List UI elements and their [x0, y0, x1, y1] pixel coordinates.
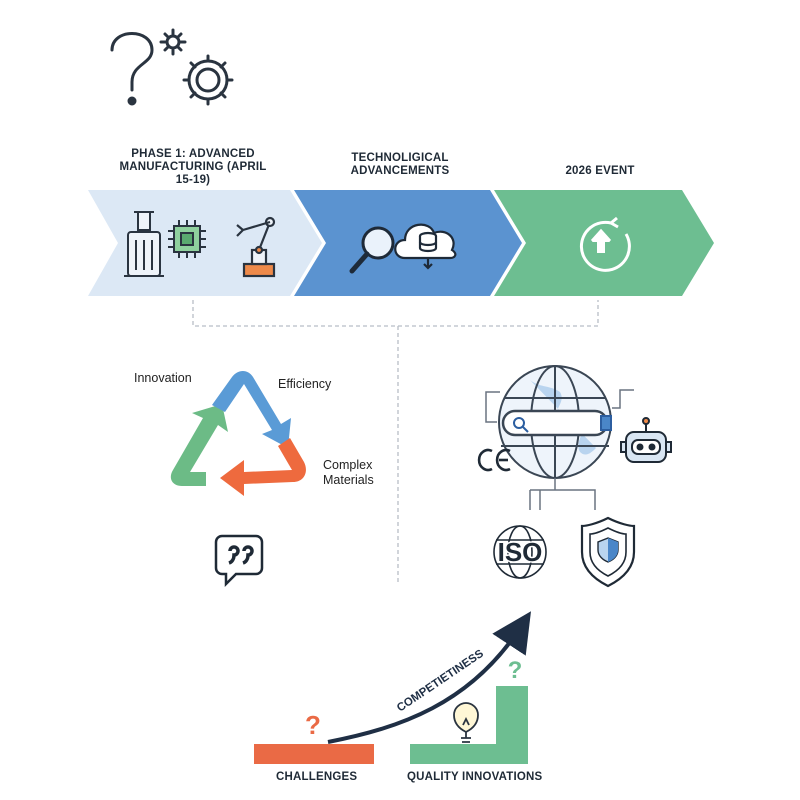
shield-icon — [580, 516, 636, 588]
quality-innovations-bar — [410, 686, 528, 764]
quality-innovations-label: QUALITY INNOVATIONS — [407, 771, 543, 783]
cloud-database-icon — [394, 223, 457, 270]
ce-mark — [477, 448, 511, 472]
phase-3-label: 2026 EVENT — [565, 165, 635, 177]
cycle-arrow-efficiency — [212, 371, 291, 448]
innovations-question-mark: ? — [508, 657, 523, 684]
cycle-arrow-innovation — [170, 404, 228, 486]
challenges-bar — [254, 744, 374, 764]
cycle-label-efficiency: Efficiency — [278, 377, 332, 391]
dashed-connectors — [192, 300, 599, 582]
challenges-question-mark: ? — [305, 710, 321, 740]
compliance-connectors — [485, 389, 634, 510]
machine-press-icon — [124, 211, 164, 277]
iso-badge-text: ISO — [498, 537, 543, 567]
robot-icon — [620, 417, 672, 463]
quote-icon — [214, 534, 264, 588]
cycle-diagram — [170, 371, 306, 496]
microchip-icon — [168, 220, 206, 258]
competitiveness-arrow — [327, 611, 532, 744]
iso-badge — [493, 525, 547, 579]
cycle-label-innovation: Innovation — [134, 371, 192, 385]
phase-1-label: PHASE 1: ADVANCED MANUFACTURING (APRIL 1… — [119, 148, 267, 186]
phase-1-chevron — [88, 190, 322, 296]
question-gears-icon — [110, 28, 234, 106]
challenges-label: CHALLENGES — [276, 771, 358, 783]
refresh-upload-icon — [579, 216, 631, 272]
magnifier-icon — [349, 226, 395, 274]
phase-2-label: TECHNOLIGICAL ADVANCEMENTS — [350, 152, 450, 177]
cycle-label-complex-materials: Complex Materials — [323, 458, 374, 487]
robotic-arm-icon — [236, 216, 276, 278]
cycle-arrow-complex-materials — [220, 438, 306, 496]
globe-search-icon — [498, 365, 612, 479]
lightbulb-icon — [453, 702, 479, 743]
